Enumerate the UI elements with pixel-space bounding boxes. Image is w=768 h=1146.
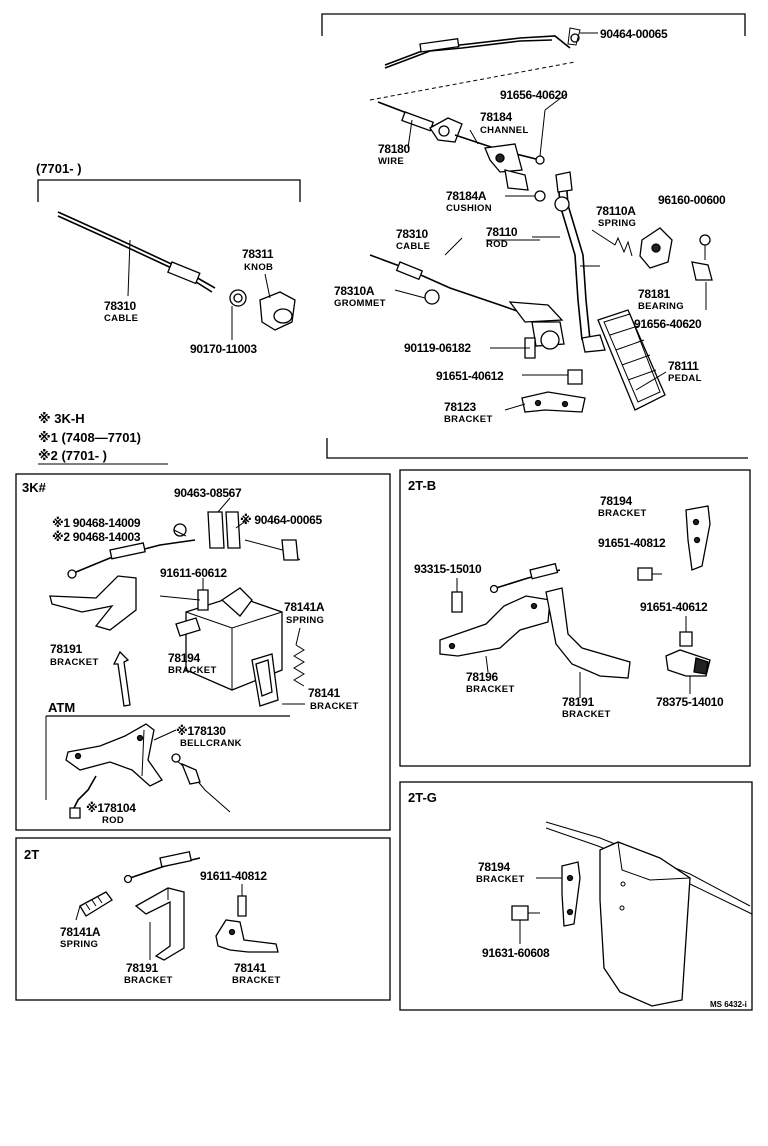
section-2t: 2T <box>24 847 39 862</box>
label-91651-40612-2tb: 91651-40612 <box>640 600 708 614</box>
name-cushion: CUSHION <box>446 203 492 214</box>
name-knob: KNOB <box>244 262 273 273</box>
name-bracket-78194-3k: BRACKET <box>168 665 217 676</box>
label-78180: 78180 <box>378 142 410 156</box>
name-bracket-78196: BRACKET <box>466 684 515 695</box>
label-78111: 78111 <box>668 359 699 373</box>
name-wire: WIRE <box>378 156 404 167</box>
name-bracket-78194-2tb: BRACKET <box>598 508 647 519</box>
label-91631-60608: 91631-60608 <box>482 946 550 960</box>
label-78310-upper: 78310 <box>396 227 428 241</box>
legend: ※ 3K-H ※1 (7408—7701) ※2 (7701- ) <box>38 411 168 465</box>
name-bracket-78141-2t: BRACKET <box>232 975 281 986</box>
section-2tb: 2T-B <box>408 478 436 493</box>
label-78104: ※178104 <box>86 801 136 815</box>
label-91611-60612: 91611-60612 <box>160 566 227 580</box>
label-78141-2t: 78141 <box>234 961 266 975</box>
main-assembly: 90464-00065 91656-40620 78184 CHANNEL 78… <box>321 13 748 459</box>
name-pedal: PEDAL <box>668 373 702 384</box>
label-90468-14003: ※2 90468-14003 <box>52 530 141 544</box>
label-90119-06182: 90119-06182 <box>404 341 471 355</box>
panel-2t: 2T 91611-40812 78141A SPRING 78191 BRACK… <box>15 837 391 1001</box>
label-78194-2tb: 78194 <box>600 494 632 508</box>
label-78191-2t: 78191 <box>126 961 158 975</box>
label-78141a: 78141A <box>284 600 325 614</box>
name-bracket-78141-3k: BRACKET <box>310 701 359 712</box>
label-78310-left: 78310 <box>104 299 136 313</box>
legend-line-1: ※ 3K-H <box>38 411 85 426</box>
section-3k: 3K# <box>22 480 47 495</box>
label-78310a: 78310A <box>334 284 375 298</box>
label-90170-11003: 90170-11003 <box>190 342 257 356</box>
label-91651-40812-2tb: 91651-40812 <box>598 536 666 550</box>
name-bearing: BEARING <box>638 301 684 312</box>
name-spring: SPRING <box>598 218 636 229</box>
name-spring-2t: SPRING <box>60 939 98 950</box>
label-96160-00600: 96160-00600 <box>658 193 726 207</box>
section-bracket-label: (7701- ) <box>36 161 82 176</box>
label-90464-00065: 90464-00065 <box>600 27 668 41</box>
label-78181: 78181 <box>638 287 670 301</box>
label-78191-2tb: 78191 <box>562 695 594 709</box>
label-78184a: 78184A <box>446 189 487 203</box>
label-78191-3k: 78191 <box>50 642 82 656</box>
label-78375-14010: 78375-14010 <box>656 695 724 709</box>
name-bracket-78194-2tg: BRACKET <box>476 874 525 885</box>
label-90464-00065-3k: ※ 90464-00065 <box>240 513 322 527</box>
label-91651-40612-top: 91651-40612 <box>436 369 504 383</box>
panel-3k: 3K# 90463-08567 ※1 90468-14009 <box>15 473 391 831</box>
label-78311: 78311 <box>242 247 274 261</box>
name-rod: ROD <box>486 239 508 250</box>
label-78110a: 78110A <box>596 204 636 218</box>
name-bracket-78123: BRACKET <box>444 414 493 425</box>
name-bracket-78191-2t: BRACKET <box>124 975 173 986</box>
panel-2tg: 2T-G 78194 BRACKET 91631-60608 <box>399 781 753 1011</box>
knob-assembly: (7701- ) 78311 KNOB 78310 CABLE 90170-11… <box>36 161 301 356</box>
name-bracket-78191-2tb: BRACKET <box>562 709 611 720</box>
legend-line-3: ※2 (7701- ) <box>38 448 107 463</box>
label-78110: 78110 <box>486 225 518 239</box>
label-78184: 78184 <box>480 110 512 124</box>
label-78141a-2t: 78141A <box>60 925 101 939</box>
label-78130: ※178130 <box>176 724 226 738</box>
label-91656-40620-lower: 91656-40620 <box>634 317 702 331</box>
section-atm: ATM <box>48 700 75 715</box>
legend-line-2: ※1 (7408—7701) <box>38 430 141 445</box>
label-93315-15010: 93315-15010 <box>414 562 482 576</box>
label-78141-3k: 78141 <box>308 686 340 700</box>
panel-2tb: 2T-B 78194 BRACKET 93315-15010 91651-408… <box>399 469 751 767</box>
label-78196: 78196 <box>466 670 498 684</box>
label-91611-40812: 91611-40812 <box>200 869 267 883</box>
name-rod-atm: ROD <box>102 815 124 826</box>
name-cable-left: CABLE <box>104 313 138 324</box>
label-78194-2tg: 78194 <box>478 860 510 874</box>
label-90463-08567: 90463-08567 <box>174 486 242 500</box>
name-bellcrank: BELLCRANK <box>180 738 242 749</box>
drawing-code: MS 6432-i <box>710 1000 747 1009</box>
label-90468-14009: ※1 90468-14009 <box>52 516 141 530</box>
section-2tg: 2T-G <box>408 790 437 805</box>
name-channel: CHANNEL <box>480 125 529 136</box>
name-bracket-78191-3k: BRACKET <box>50 657 99 668</box>
label-78123: 78123 <box>444 400 476 414</box>
label-91656-40620-upper: 91656-40620 <box>500 88 568 102</box>
name-cable-upper: CABLE <box>396 241 430 252</box>
name-spring-3k: SPRING <box>286 615 324 626</box>
label-78194-3k: 78194 <box>168 651 200 665</box>
name-grommet: GROMMET <box>334 298 386 309</box>
